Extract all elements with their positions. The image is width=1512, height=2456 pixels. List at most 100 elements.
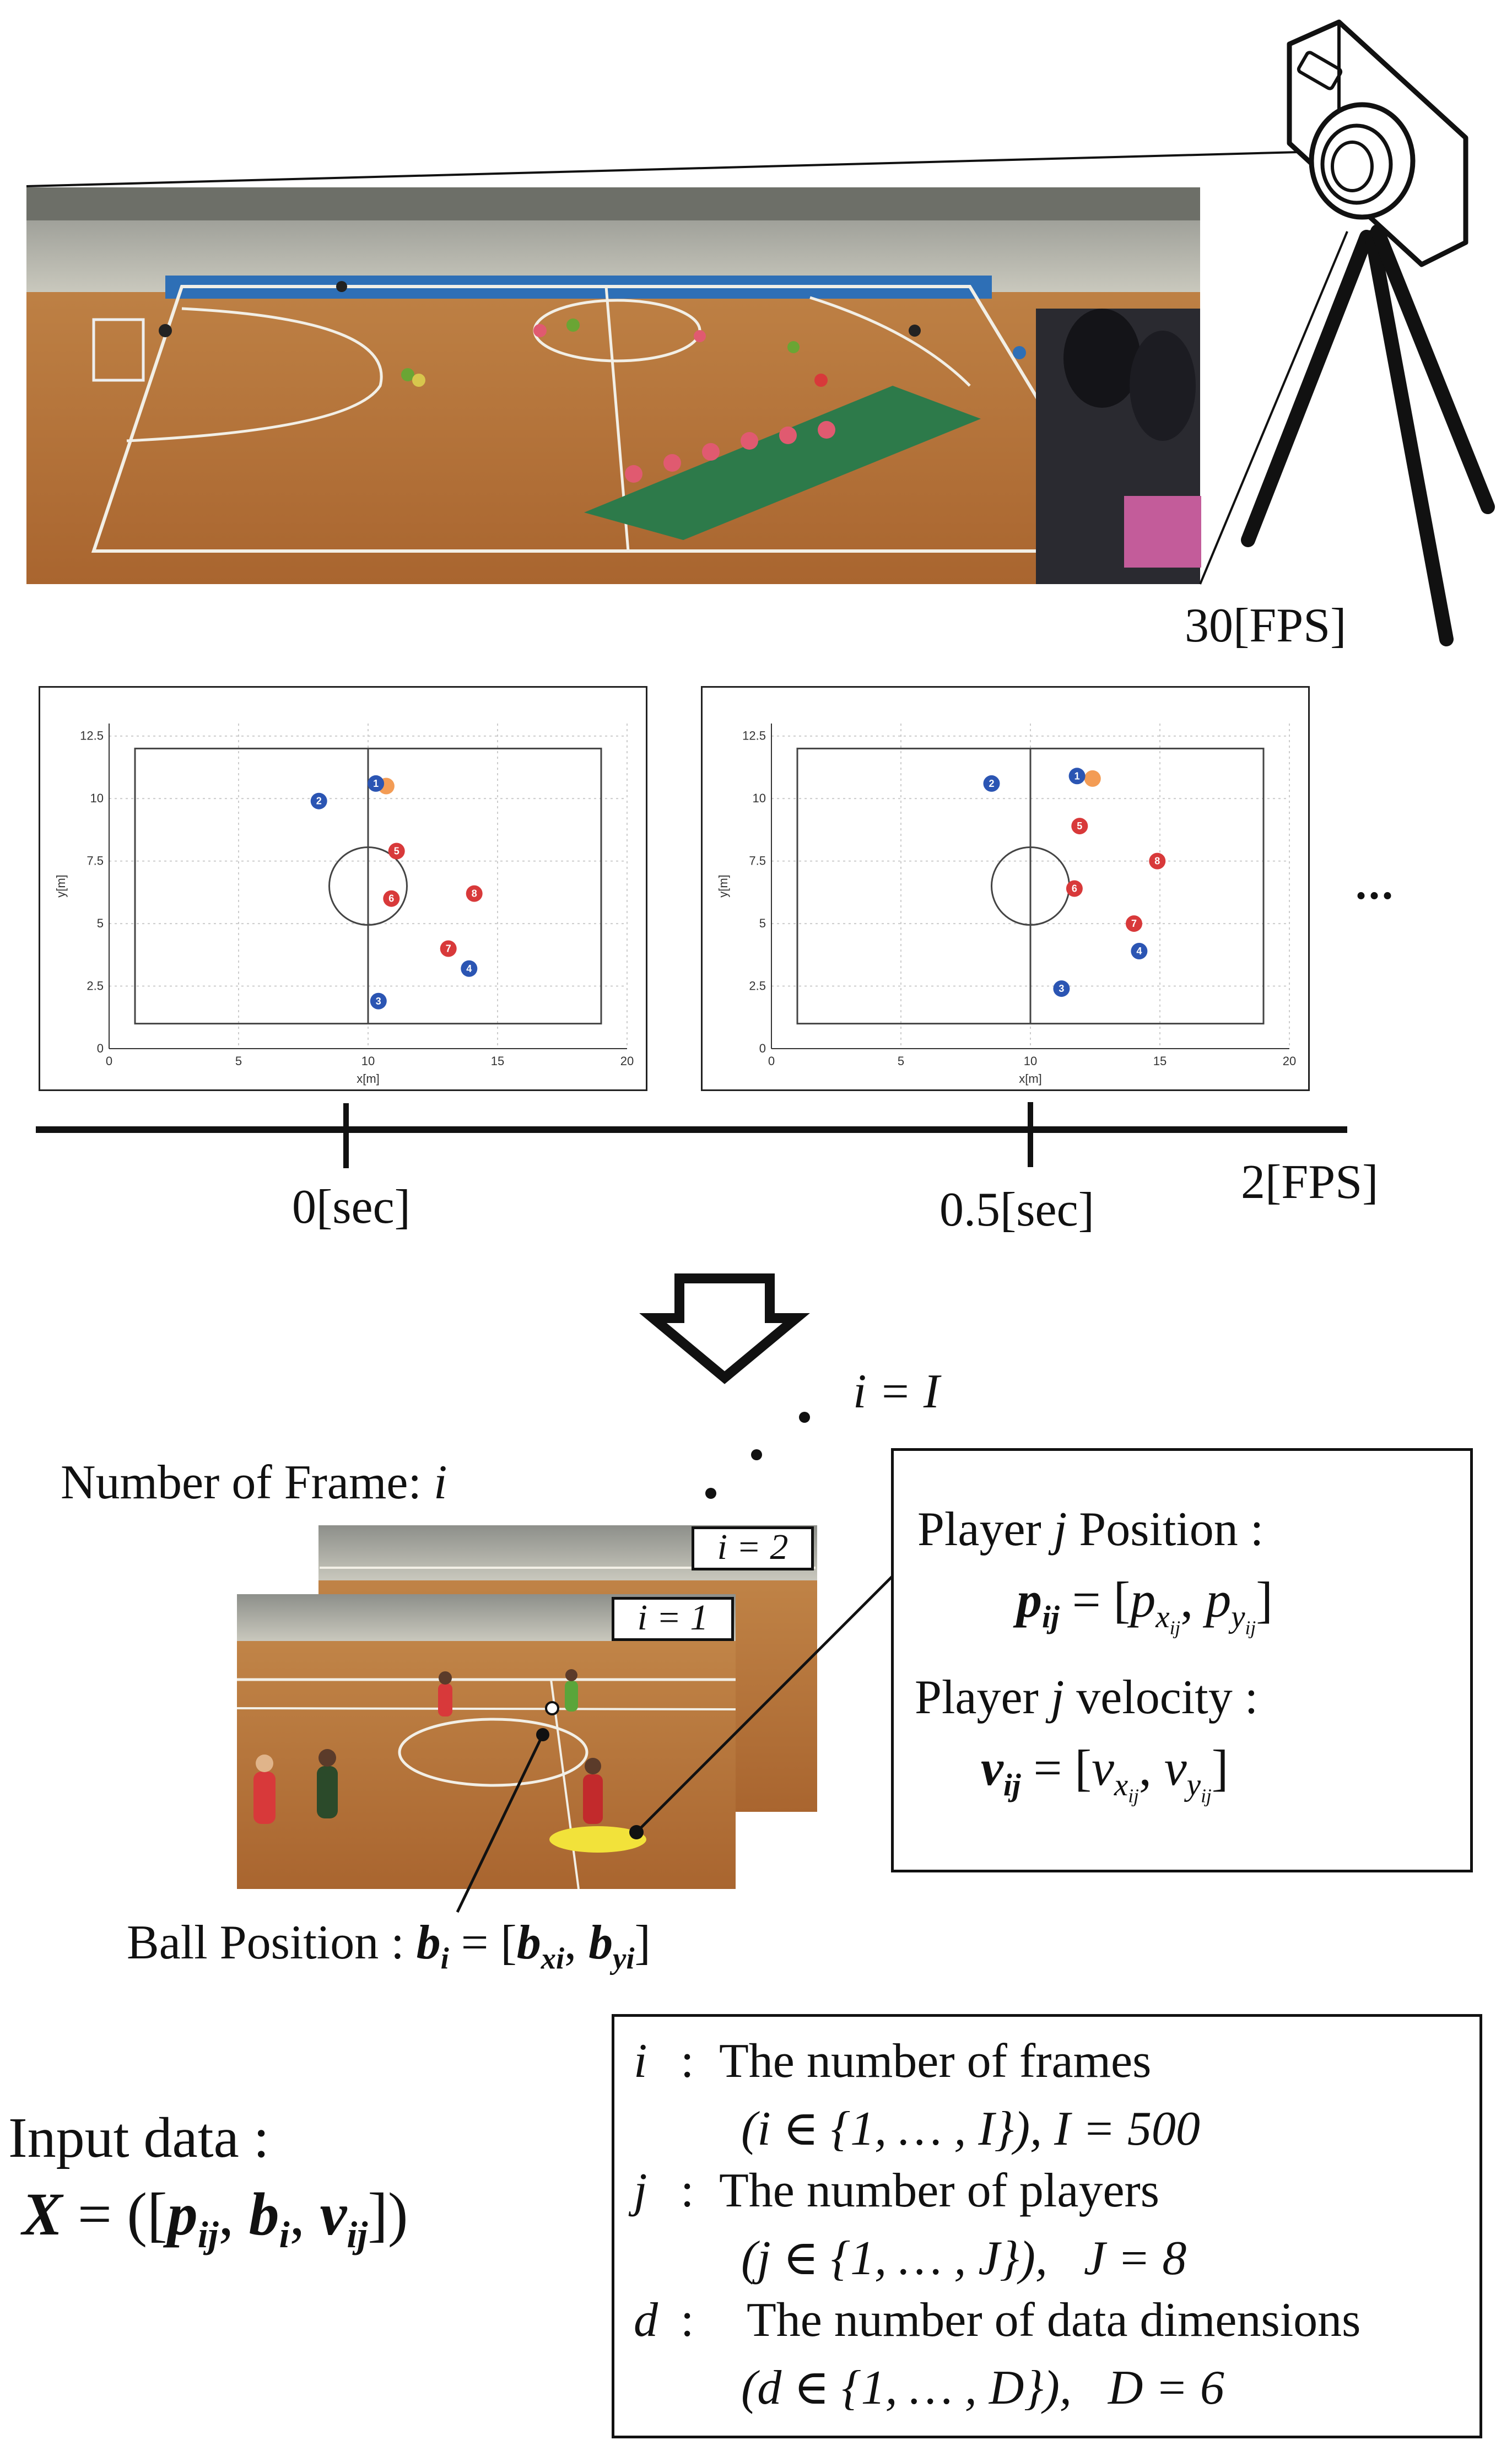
blue-player-label: 2 (989, 778, 994, 789)
red-player-point (1149, 852, 1166, 870)
frame-tag-2: i = 2 (692, 1526, 814, 1570)
time-label-1: 0.5[sec] (939, 1183, 1094, 1237)
ball-point (1084, 770, 1101, 787)
blue-player-point (1131, 943, 1148, 959)
x-tick-label: 15 (1153, 1054, 1167, 1068)
y-tick-label: 0 (759, 1041, 766, 1055)
blue-player-point (1068, 768, 1086, 785)
definition-colon: : (681, 2293, 694, 2347)
blue-player-point (370, 992, 387, 1010)
player-velocity-title: Player j velocity : (915, 1671, 1259, 1724)
y-axis-label: y[m] (716, 875, 730, 898)
input-data-title: Input data : (8, 2106, 269, 2169)
blue-player-label: 3 (376, 996, 381, 1007)
blue-player-point (1053, 980, 1070, 997)
definition-colon: : (681, 2034, 694, 2088)
player-pointer-line (635, 1572, 897, 1833)
red-player-label: 6 (1072, 883, 1077, 894)
y-tick-label: 7.5 (749, 854, 766, 868)
definition-var: d (634, 2293, 658, 2347)
definition-desc: The number of data dimensions (747, 2293, 1361, 2347)
blue-player-point (368, 775, 385, 792)
input-data-formula: X = ([pij, bi, vij]) (22, 2180, 408, 2255)
blue-player-point (983, 775, 1000, 792)
blue-player-label: 2 (316, 796, 322, 807)
red-player-label: 5 (394, 845, 399, 856)
x-axis-label: x[m] (1019, 1072, 1042, 1086)
y-tick-label: 12.5 (742, 729, 766, 743)
frame-dot (751, 1449, 762, 1460)
ball-highlight (549, 1826, 646, 1853)
y-tick-label: 10 (90, 791, 104, 805)
blue-player-label: 1 (373, 778, 379, 789)
player-feature-box (891, 1448, 1473, 1872)
down-arrow-icon (639, 1273, 810, 1384)
player-velocity-formula: vij = [vxij, vyij] (981, 1740, 1229, 1807)
y-tick-label: 2.5 (749, 979, 766, 993)
blue-player-label: 4 (466, 963, 472, 974)
definition-detail: (j ∈ {1, … , J}), J = 8 (741, 2232, 1187, 2285)
x-tick-label: 5 (235, 1054, 242, 1068)
frame-players (253, 1669, 603, 1824)
definition-box (612, 2014, 1482, 2438)
y-tick-label: 0 (97, 1041, 104, 1055)
y-tick-label: 5 (759, 916, 766, 930)
x-tick-label: 20 (1283, 1054, 1296, 1068)
player-position-formula: pij = [pxij, pyij] (1017, 1572, 1273, 1639)
timeline (36, 1102, 1347, 1168)
y-axis-label: y[m] (54, 875, 68, 898)
red-player-label: 5 (1077, 821, 1082, 832)
bench-players (625, 421, 835, 483)
red-player-label: 7 (446, 943, 451, 954)
x-tick-label: 20 (620, 1054, 634, 1068)
camera-view-line-bottom (1199, 231, 1348, 585)
camera-fps-label: 30[FPS] (1185, 599, 1347, 652)
blue-player-label: 1 (1074, 770, 1080, 781)
red-player-point (383, 890, 400, 907)
player-pointer-dot (629, 1825, 644, 1839)
x-tick-label: 10 (1024, 1054, 1037, 1068)
camera-on-tripod-icon (1241, 19, 1495, 646)
red-player-point (1071, 818, 1088, 835)
y-tick-label: 5 (97, 916, 104, 930)
frame-count-title: Number of Frame: i (61, 1456, 447, 1509)
red-player-point (1066, 880, 1083, 897)
ball-position-label: Ball Position : bi = [bxi, byi] (127, 1916, 651, 1975)
frame-tag-1: i = 1 (612, 1597, 734, 1641)
red-player-label: 8 (1154, 856, 1160, 867)
blue-player-label: 3 (1059, 983, 1064, 994)
more-plots-ellipsis: ... (1356, 860, 1395, 909)
x-tick-label: 0 (768, 1054, 775, 1068)
ball-pointer-line (456, 1734, 544, 1913)
y-tick-label: 10 (753, 791, 766, 805)
court-panorama-photo (26, 187, 1201, 584)
ball-marker (545, 1701, 559, 1715)
x-tick-label: 15 (491, 1054, 504, 1068)
ball-pointer-dot (536, 1728, 549, 1741)
definition-desc: The number of players (719, 2164, 1160, 2217)
x-axis-label: x[m] (357, 1072, 380, 1086)
frame-dot (705, 1488, 716, 1499)
sample-rate-label: 2[FPS] (1241, 1156, 1379, 1209)
blue-player-label: 4 (1136, 946, 1142, 957)
red-player-label: 6 (388, 893, 394, 904)
red-player-point (466, 885, 483, 902)
time-label-0: 0[sec] (292, 1180, 411, 1234)
definition-var: j (634, 2164, 647, 2217)
x-tick-label: 0 (106, 1054, 112, 1068)
definition-colon: : (681, 2164, 694, 2217)
player-position-title: Player j Position : (917, 1503, 1264, 1556)
red-player-point (440, 940, 457, 957)
red-player-point (1126, 915, 1142, 932)
y-tick-label: 2.5 (87, 979, 104, 993)
definition-detail: (i ∈ {1, … , I}), I = 500 (741, 2102, 1200, 2156)
court-center-circle (328, 846, 408, 926)
definition-desc: The number of frames (719, 2034, 1152, 2088)
last-frame-label: i = I (853, 1365, 940, 1418)
red-player-label: 8 (472, 888, 477, 899)
red-player-point (388, 843, 405, 860)
